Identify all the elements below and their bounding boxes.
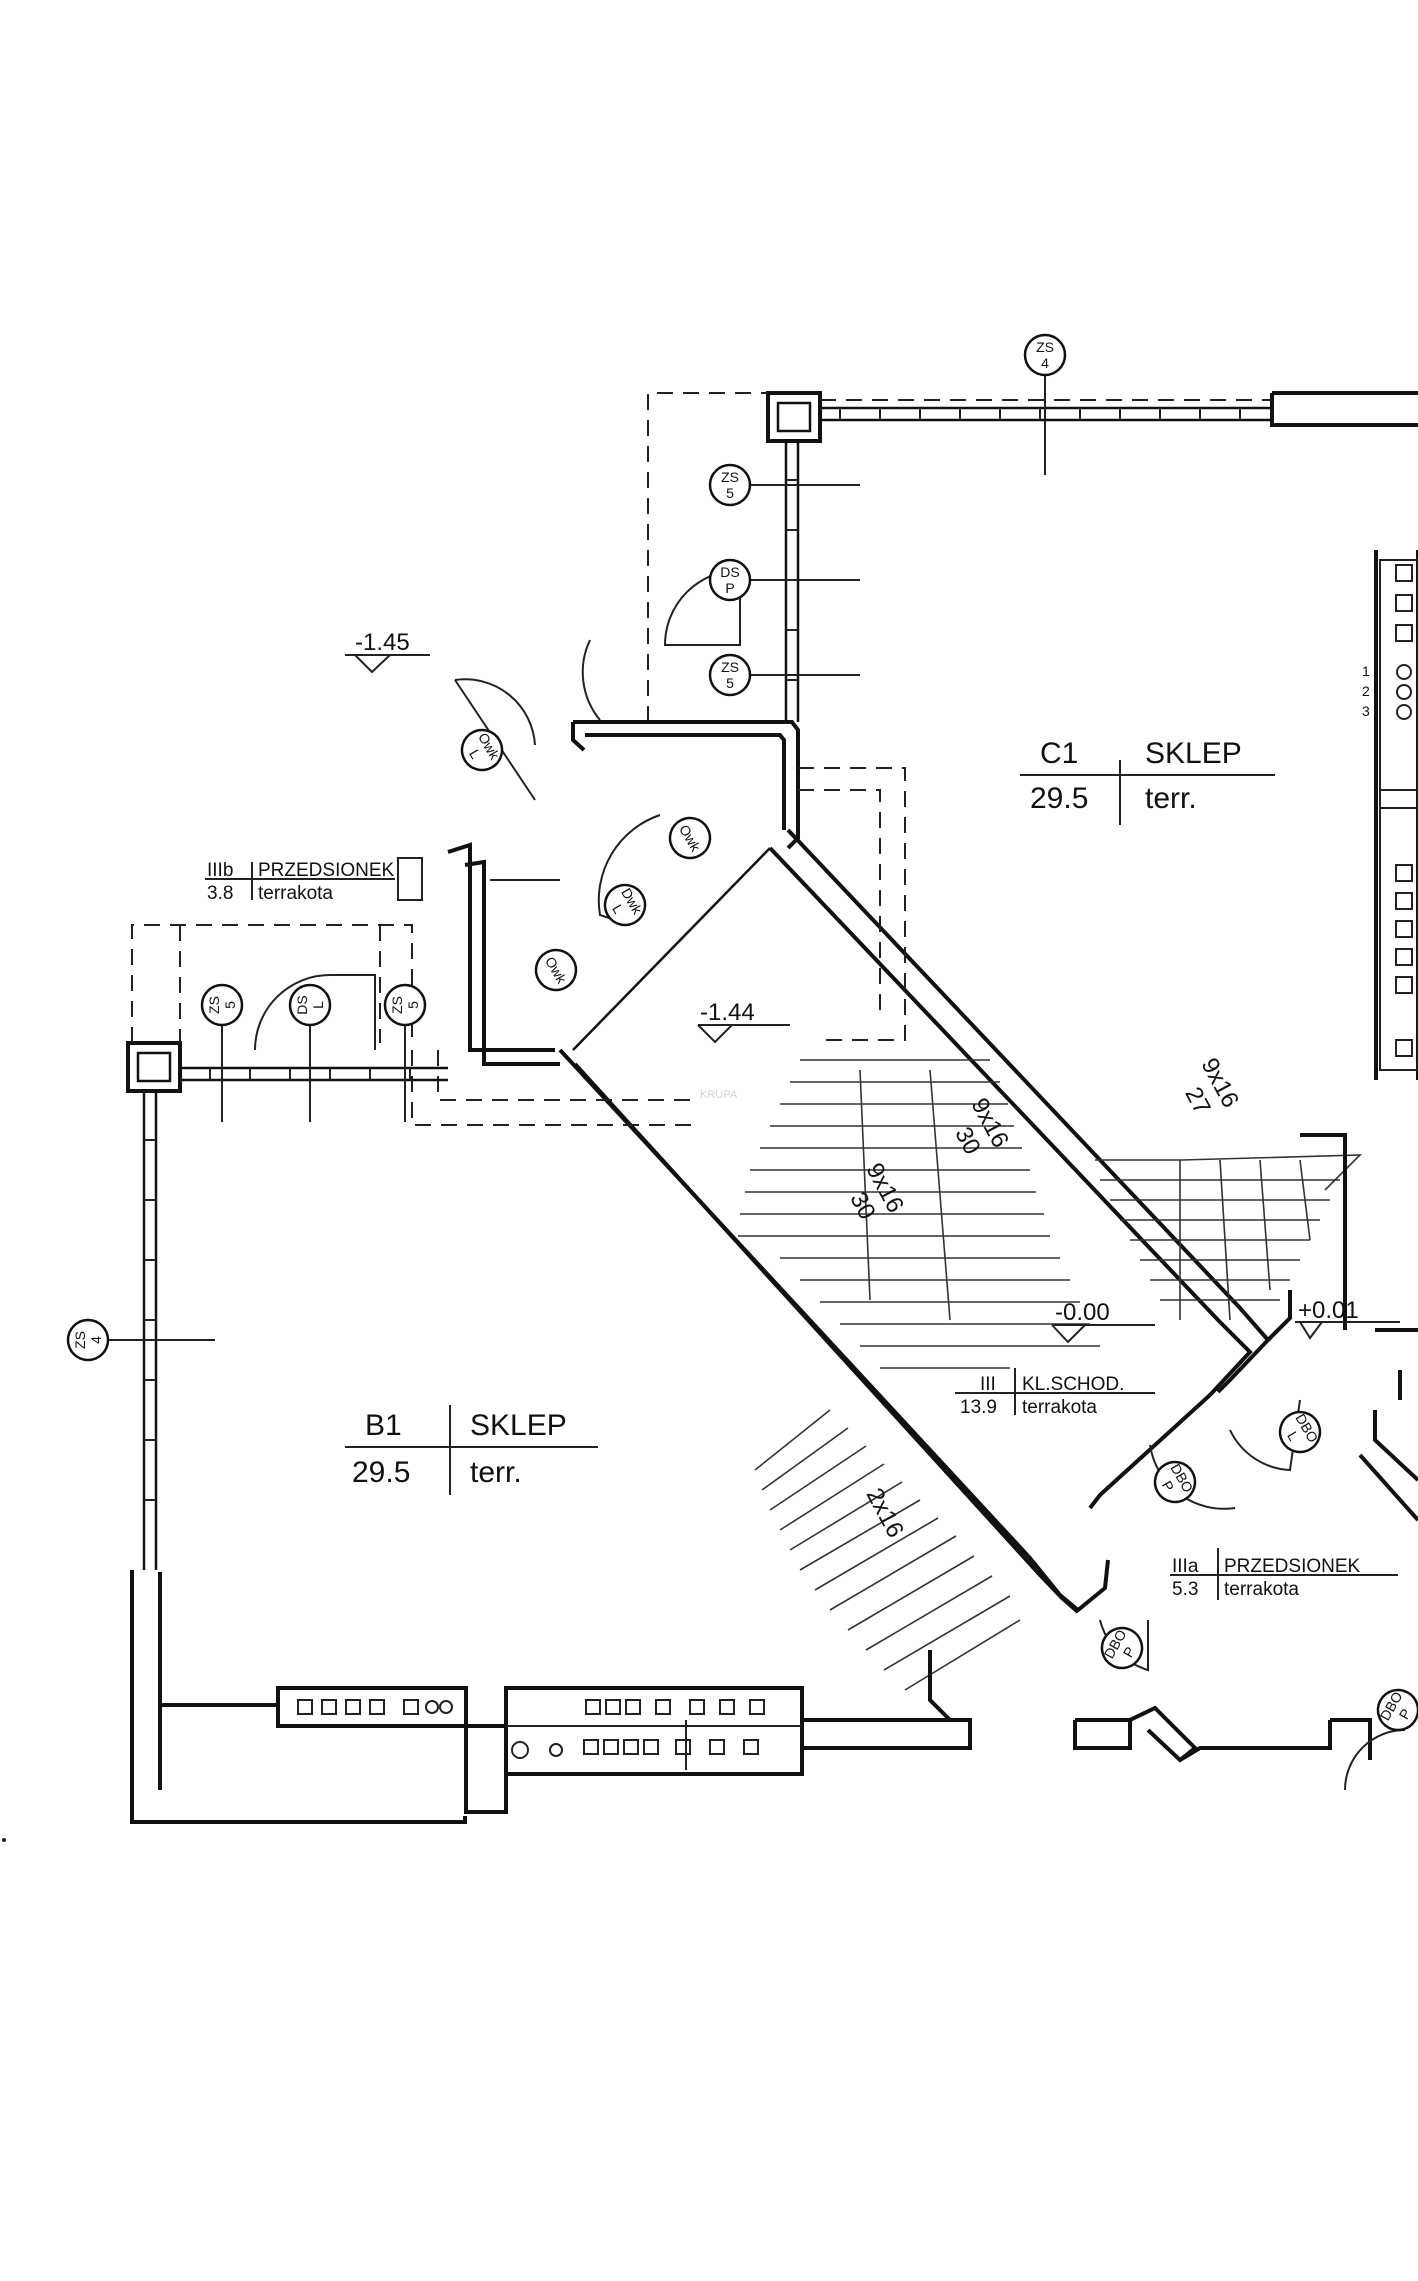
room-iiia-name: PRZEDSIONEK xyxy=(1224,1556,1361,1577)
stair-upper-treads xyxy=(738,1059,1100,1369)
svg-text:5: 5 xyxy=(726,675,734,691)
level-markers xyxy=(345,654,1400,1344)
room-b1-walls xyxy=(126,924,467,1824)
svg-text:ZS: ZS xyxy=(1036,339,1054,355)
canopy-dashed xyxy=(411,767,906,1126)
room-b1-finish: terr. xyxy=(470,1456,522,1489)
room-c1-name: SKLEP xyxy=(1145,737,1242,770)
room-iii-area: 13.9 xyxy=(960,1397,997,1418)
svg-text:ZS: ZS xyxy=(72,1331,88,1349)
room-iiib-area: 3.8 xyxy=(207,883,233,904)
tag-zs5-a: ZS5 xyxy=(708,463,752,507)
stair-bottom-rise: 2x16 xyxy=(861,1484,909,1543)
tag-owk-2: Owk xyxy=(668,816,712,860)
svg-text:ZS: ZS xyxy=(389,996,405,1014)
level-landing: -0.00 xyxy=(1055,1299,1110,1326)
level-vestibule: -1.44 xyxy=(700,999,755,1026)
room-iiib-label: IIIb PRZEDSIONEK 3.8 terrakota xyxy=(205,857,423,904)
room-iiia-area: 5.3 xyxy=(1172,1579,1198,1600)
svg-text:ZS: ZS xyxy=(721,469,739,485)
room-c1-finish: terr. xyxy=(1145,782,1197,815)
stray-dot xyxy=(2,1838,6,1842)
tag-dsp: DSP xyxy=(708,558,752,602)
room-b1-label: B1 SKLEP 29.5 terr. xyxy=(345,1405,598,1495)
svg-text:5: 5 xyxy=(405,1001,421,1009)
room-c1-area: 29.5 xyxy=(1030,782,1088,815)
room-iiib-name: PRZEDSIONEK xyxy=(258,860,395,881)
svg-text:4: 4 xyxy=(1041,355,1049,371)
meter-1: 1 xyxy=(1362,663,1370,679)
room-c1-id: C1 xyxy=(1040,737,1078,770)
room-b1-area: 29.5 xyxy=(352,1456,410,1489)
meter-2: 2 xyxy=(1362,683,1370,699)
tag-zs5-b: ZS5 xyxy=(708,653,752,697)
room-c1-label: C1 SKLEP 29.5 terr. xyxy=(1020,737,1275,825)
svg-text:ZS: ZS xyxy=(206,996,222,1014)
svg-text:P: P xyxy=(725,580,734,596)
room-iii-finish: terrakota xyxy=(1022,1397,1097,1418)
room-b1-name: SKLEP xyxy=(470,1409,567,1442)
switch-panel: 1 2 3 xyxy=(1362,559,1418,1071)
room-iiia-id: IIIa xyxy=(1172,1556,1199,1577)
svg-text:L: L xyxy=(310,1001,326,1009)
leaders xyxy=(105,375,1046,1341)
stair-bottom xyxy=(754,1409,1021,1691)
tag-zs4-top: ZS4 xyxy=(1023,333,1067,377)
room-iiib-id: IIIb xyxy=(207,860,233,881)
room-iii-label: III KL.SCHOD. 13.9 terrakota xyxy=(955,1368,1155,1418)
room-iiia-label: IIIa PRZEDSIONEK 5.3 terrakota xyxy=(1170,1548,1398,1600)
room-b1-id: B1 xyxy=(365,1409,402,1442)
right-lower-walls xyxy=(1266,1133,1418,1522)
tag-owk-3: Owk xyxy=(534,948,578,992)
svg-text:5: 5 xyxy=(222,1001,238,1009)
level-outside: -1.45 xyxy=(355,629,410,656)
stair-right xyxy=(1095,1154,1362,1321)
stair-bottom-label: 2x16 xyxy=(861,1484,909,1543)
svg-text:4: 4 xyxy=(88,1336,104,1344)
bottom-wall-fixtures xyxy=(276,1650,1372,1814)
room-iiia-finish: terrakota xyxy=(1224,1579,1299,1600)
level-right: +0.01 xyxy=(1298,1297,1359,1324)
room-iiib-finish: terrakota xyxy=(258,883,333,904)
room-iii-name: KL.SCHOD. xyxy=(1022,1374,1124,1395)
svg-text:DS: DS xyxy=(294,995,310,1014)
watermark: KRUPA xyxy=(700,1089,738,1101)
svg-text:ZS: ZS xyxy=(721,659,739,675)
stair-right-label: 9x16 27 xyxy=(1179,1054,1244,1119)
room-iii-id: III xyxy=(980,1374,996,1395)
svg-text:5: 5 xyxy=(726,485,734,501)
svg-text:DS: DS xyxy=(720,564,739,580)
staircase-walls xyxy=(447,720,1271,1614)
meter-3: 3 xyxy=(1362,703,1370,719)
